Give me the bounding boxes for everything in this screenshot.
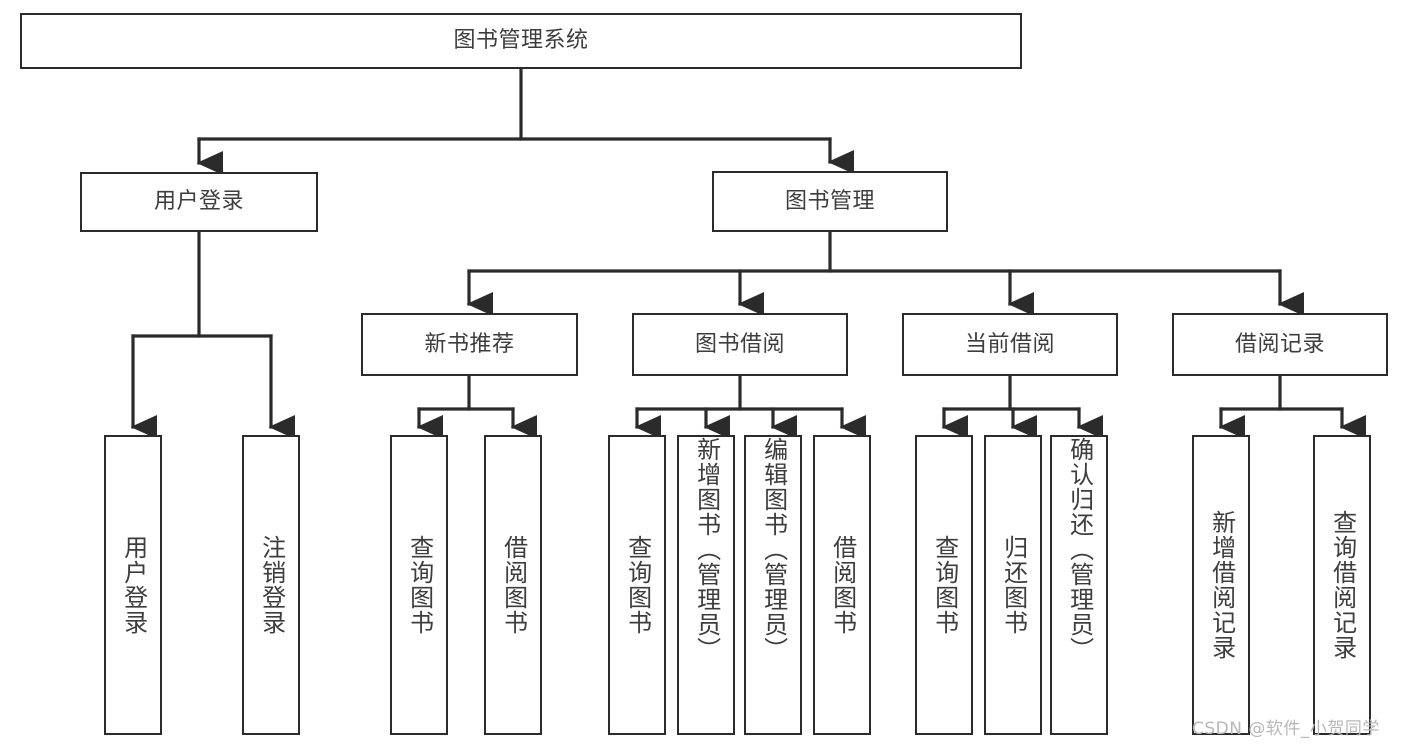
node-book-borrow-label: 图书借阅 bbox=[694, 331, 785, 357]
node-leaf-edit-book[interactable]: 编辑图书（管理员） bbox=[744, 435, 802, 735]
node-leaf-borrow-book-1[interactable]: 借阅图书 bbox=[484, 435, 542, 735]
node-root-label: 图书管理系统 bbox=[453, 28, 589, 54]
node-leaf-query-book-1[interactable]: 查询图书 bbox=[390, 435, 448, 735]
node-borrow-record-label: 借阅记录 bbox=[1234, 331, 1325, 357]
node-leaf-return-book-label: 归还图书 bbox=[999, 535, 1028, 635]
node-leaf-query-book-2[interactable]: 查询图书 bbox=[608, 435, 666, 735]
node-leaf-add-book[interactable]: 新增图书（管理员） bbox=[677, 435, 735, 735]
node-leaf-add-record[interactable]: 新增借阅记录 bbox=[1192, 435, 1250, 735]
node-leaf-return-book[interactable]: 归还图书 bbox=[984, 435, 1042, 735]
node-leaf-query-record-label: 查询借阅记录 bbox=[1328, 510, 1357, 660]
node-leaf-user-login[interactable]: 用户登录 bbox=[104, 435, 162, 735]
node-leaf-query-book-1-label: 查询图书 bbox=[405, 535, 434, 635]
node-new-book-rec[interactable]: 新书推荐 bbox=[361, 313, 578, 376]
node-current-borrow-label: 当前借阅 bbox=[964, 331, 1055, 357]
node-leaf-confirm-return[interactable]: 确认归还（管理员） bbox=[1050, 435, 1108, 735]
node-user-login-label: 用户登录 bbox=[153, 189, 244, 215]
csdn-watermark: CSDN @软件_小贺同学 bbox=[1192, 719, 1380, 739]
node-new-book-rec-label: 新书推荐 bbox=[424, 331, 515, 357]
node-borrow-record[interactable]: 借阅记录 bbox=[1172, 313, 1388, 376]
node-leaf-query-record[interactable]: 查询借阅记录 bbox=[1313, 435, 1371, 735]
node-leaf-user-login-label: 用户登录 bbox=[119, 535, 148, 635]
node-leaf-add-book-label: 新增图书（管理员） bbox=[692, 437, 721, 662]
node-leaf-borrow-book-2[interactable]: 借阅图书 bbox=[813, 435, 871, 735]
node-book-manage-label: 图书管理 bbox=[784, 188, 875, 214]
node-leaf-query-book-2-label: 查询图书 bbox=[623, 535, 652, 635]
node-book-borrow[interactable]: 图书借阅 bbox=[632, 313, 848, 376]
node-leaf-query-book-3[interactable]: 查询图书 bbox=[915, 435, 973, 735]
node-current-borrow[interactable]: 当前借阅 bbox=[902, 313, 1118, 376]
node-leaf-confirm-return-label: 确认归还（管理员） bbox=[1065, 437, 1094, 662]
node-leaf-user-logout-label: 注销登录 bbox=[257, 535, 286, 635]
node-leaf-user-logout[interactable]: 注销登录 bbox=[242, 435, 300, 735]
node-leaf-query-book-3-label: 查询图书 bbox=[930, 535, 959, 635]
node-leaf-borrow-book-1-label: 借阅图书 bbox=[499, 535, 528, 635]
node-leaf-borrow-book-2-label: 借阅图书 bbox=[828, 535, 857, 635]
node-root[interactable]: 图书管理系统 bbox=[20, 13, 1022, 69]
node-leaf-edit-book-label: 编辑图书（管理员） bbox=[759, 437, 788, 662]
node-book-manage[interactable]: 图书管理 bbox=[712, 171, 948, 232]
node-leaf-add-record-label: 新增借阅记录 bbox=[1207, 510, 1236, 660]
node-user-login[interactable]: 用户登录 bbox=[80, 172, 318, 232]
